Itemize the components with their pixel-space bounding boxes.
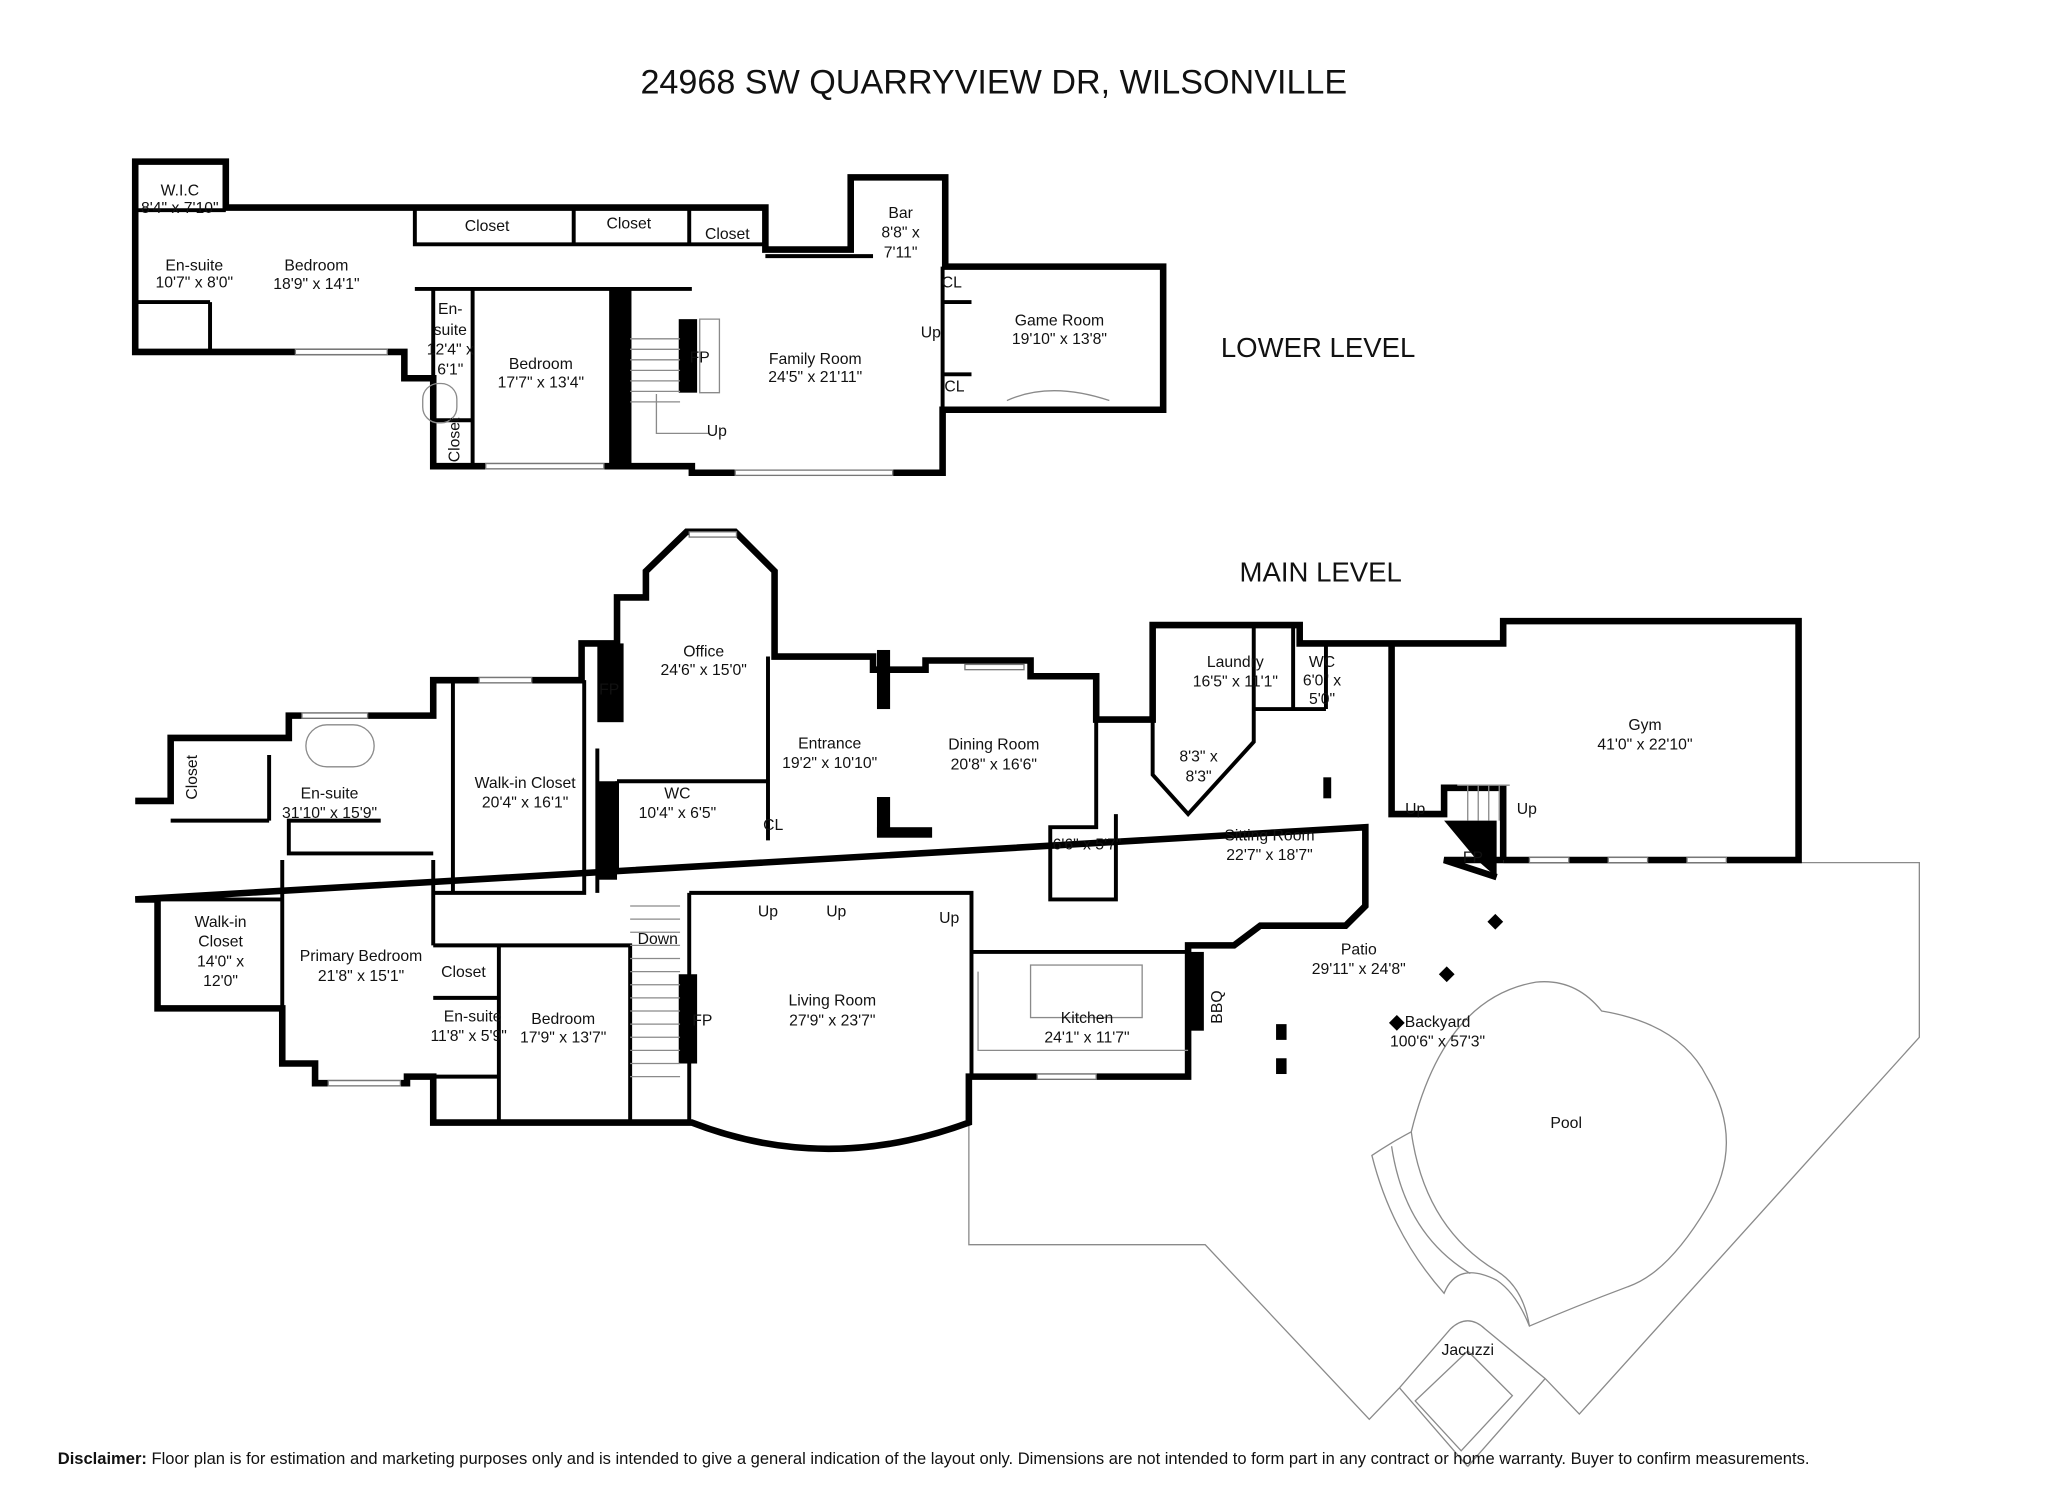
room-name: Laundry	[1207, 654, 1264, 671]
room-name: Family Room	[769, 351, 862, 368]
room-name: En-suite	[165, 258, 223, 275]
room-dims: 6'1"	[437, 361, 463, 378]
room-dims: 31'10" x 15'9"	[282, 805, 377, 822]
room-name: Dining Room	[948, 737, 1039, 754]
jacuzzi-label: Jacuzzi	[1441, 1342, 1494, 1359]
room-dims: 18'9" x 14'1"	[273, 276, 359, 293]
room-name: W.I.C	[161, 183, 200, 200]
room-name: Walk-in	[195, 914, 247, 931]
room-name: Entrance	[798, 735, 861, 752]
room-dims: 14'0" x	[197, 953, 244, 970]
room-dims: 20'8" x 16'6"	[951, 756, 1037, 773]
backyard-plan	[968, 861, 1920, 1467]
room-name: Patio	[1341, 942, 1377, 959]
room-dims: 27'9" x 23'7"	[789, 1012, 875, 1029]
closet-label: Closet	[607, 216, 652, 233]
room-dims: 6'6" x 5'7"	[1053, 837, 1122, 854]
closet-label: Closet	[184, 754, 201, 799]
room-name: Bedroom	[531, 1011, 595, 1028]
main-level-label: MAIN LEVEL	[1240, 557, 1402, 588]
room-dims: 12'0"	[203, 973, 238, 990]
room-dims: 10'7" x 8'0"	[155, 275, 233, 292]
room-dims: 19'2" x 10'10"	[782, 755, 877, 772]
disclaimer-text: Floor plan is for estimation and marketi…	[147, 1449, 1810, 1468]
room-name: En-suite	[444, 1009, 502, 1026]
room-dims: 24'1" x 11'7"	[1044, 1030, 1129, 1047]
stairs-up-label: Up	[707, 423, 727, 440]
stairs-up-label: Up	[758, 903, 778, 920]
cl-label: CL	[763, 817, 783, 834]
room-name: Bedroom	[509, 356, 573, 373]
room-name: Kitchen	[1061, 1010, 1114, 1027]
main-level-labels: Office 24'6" x 15'0" Entrance 19'2" x 10…	[184, 644, 1693, 1359]
room-name: Office	[683, 644, 724, 661]
room-name: Primary Bedroom	[300, 948, 423, 965]
closet-label: Closet	[705, 226, 750, 243]
room-dims: 21'8" x 15'1"	[318, 968, 404, 985]
room-dims: 10'4" x 6'5"	[639, 805, 717, 822]
room-name: Living Room	[789, 993, 877, 1010]
room-name: Bar	[888, 205, 913, 222]
lower-level-label: LOWER LEVEL	[1221, 332, 1415, 363]
room-dims: 41'0" x 22'10"	[1597, 737, 1692, 754]
room-name: Walk-in Closet	[475, 775, 577, 792]
lower-level-plan	[131, 158, 1167, 477]
fireplace-label: FP	[1463, 850, 1483, 867]
room-dims: 11'8" x 5'9"	[430, 1028, 506, 1045]
pool-label: Pool	[1550, 1115, 1582, 1132]
bbq-label: BBQ	[1209, 990, 1226, 1023]
room-dims: 29'11" x 24'8"	[1312, 961, 1406, 978]
stairs-up-label: Up	[921, 325, 941, 342]
fireplace-label: FP	[599, 682, 619, 699]
fireplace-label: FP	[692, 1012, 712, 1029]
room-dims: 8'8" x	[881, 225, 919, 242]
page-title: 24968 SW QUARRYVIEW DR, WILSONVILLE	[640, 63, 1347, 101]
room-dims: 8'4" x 7'10"	[141, 200, 219, 217]
closet-label: Closet	[446, 417, 463, 462]
room-name: Backyard	[1405, 1014, 1471, 1031]
room-dims: 100'6" x 57'3"	[1390, 1033, 1485, 1050]
room-dims: 8'3"	[1186, 768, 1212, 785]
room-name: Gym	[1628, 717, 1661, 734]
main-level-plan	[135, 528, 1802, 1153]
room-name: Closet	[198, 934, 243, 951]
closet-label: Closet	[441, 964, 486, 981]
room-dims: 7'11"	[884, 244, 918, 261]
room-name: WC	[1309, 654, 1335, 671]
stairs-up-label: Up	[939, 910, 959, 927]
cl-label: CL	[944, 378, 964, 395]
disclaimer-label: Disclaimer:	[58, 1449, 147, 1468]
room-name: Sitting Room	[1224, 827, 1314, 844]
room-name: En-suite	[301, 785, 359, 802]
cl-label: CL	[942, 275, 962, 292]
stairs-down-label: Down	[638, 931, 678, 948]
room-dims: 17'9" x 13'7"	[520, 1030, 606, 1047]
lower-level-labels: W.I.C 8'4" x 7'10" En-suite 10'7" x 8'0"…	[141, 183, 1107, 463]
fireplace-label: FP	[690, 349, 710, 366]
room-name: WC	[664, 785, 690, 802]
room-dims: 8'3" x	[1179, 749, 1217, 766]
room-name: En-	[438, 301, 463, 318]
room-name: Game Room	[1015, 313, 1104, 330]
room-dims: 5'0"	[1309, 691, 1335, 708]
room-dims: 22'7" x 18'7"	[1226, 847, 1312, 864]
room-name: suite	[434, 322, 468, 339]
room-dims: 20'4" x 16'1"	[482, 795, 568, 812]
room-dims: 17'7" x 13'4"	[498, 374, 584, 391]
room-dims: 19'10" x 13'8"	[1012, 331, 1107, 348]
stairs-up-label: Up	[826, 903, 846, 920]
stairs-up-label: Up	[1405, 801, 1425, 818]
room-dims: 16'5" x 11'1"	[1193, 674, 1278, 691]
disclaimer: Disclaimer: Floor plan is for estimation…	[58, 1449, 1810, 1468]
room-dims: 24'5" x 21'11"	[768, 369, 862, 386]
room-dims: 6'0" x	[1303, 672, 1341, 689]
room-name: Bedroom	[284, 258, 348, 275]
room-dims: 24'6" x 15'0"	[660, 662, 746, 679]
room-dims: 12'4" x	[427, 342, 474, 359]
closet-label: Closet	[465, 218, 510, 235]
stairs-up-label: Up	[1517, 801, 1537, 818]
